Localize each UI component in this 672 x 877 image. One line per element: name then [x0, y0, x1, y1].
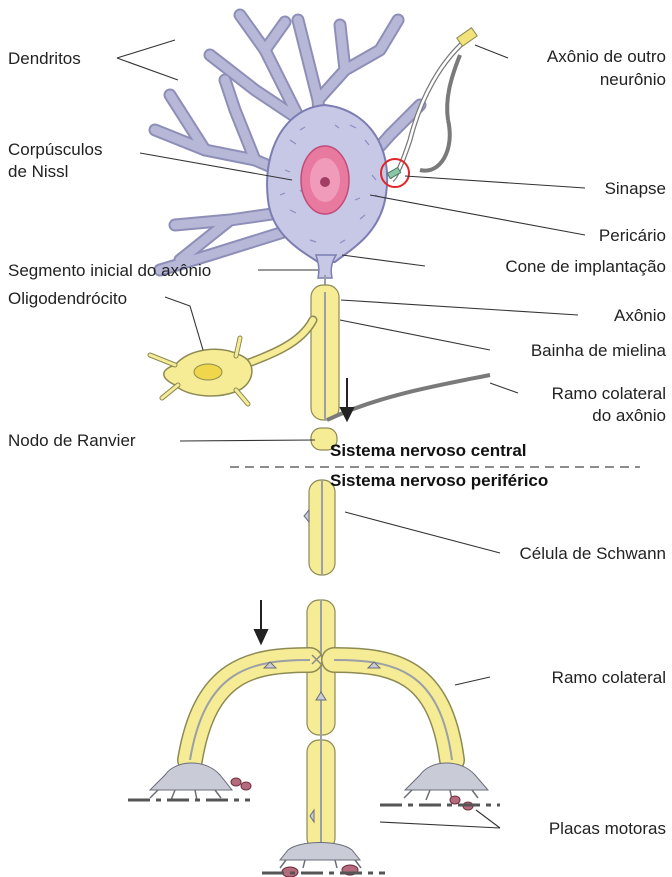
peripheral-axon	[190, 480, 452, 850]
direction-arrows	[255, 378, 353, 643]
label-dendritos: Dendritos	[8, 49, 81, 68]
label-ramo-colateral: Ramo colateral	[552, 668, 666, 687]
label-nodo-ranvier: Nodo de Ranvier	[8, 431, 136, 450]
label-placas-motoras: Placas motoras	[549, 819, 666, 838]
oligodendrocyte	[150, 338, 252, 404]
label-celula-schwann: Célula de Schwann	[520, 544, 666, 563]
label-axonio-outro-line1: Axônio de outro	[547, 47, 666, 66]
label-cone-implantacao: Cone de implantação	[505, 257, 666, 276]
label-axonio-outro-line2: neurônio	[600, 70, 666, 89]
other-neuron-axon	[381, 28, 477, 187]
label-snp: Sistema nervoso periférico	[330, 471, 548, 490]
soma	[267, 105, 387, 278]
label-pericario: Pericário	[599, 226, 666, 245]
label-axonio: Axônio	[614, 306, 666, 325]
label-sinapse: Sinapse	[605, 179, 666, 198]
label-oligodendrocito: Oligodendrócito	[8, 289, 127, 308]
label-ramo-colateral-axonio-line1: Ramo colateral	[552, 384, 666, 403]
label-ramo-colateral-axonio-line2: do axônio	[592, 406, 666, 425]
label-bainha-mielina: Bainha de mielina	[531, 341, 667, 360]
label-corpusculos-line2: de Nissl	[8, 162, 68, 181]
label-segmento-inicial: Segmento inicial do axônio	[8, 261, 211, 280]
label-snc: Sistema nervoso central	[330, 441, 527, 460]
label-corpusculos-line1: Corpúsculos	[8, 140, 103, 159]
